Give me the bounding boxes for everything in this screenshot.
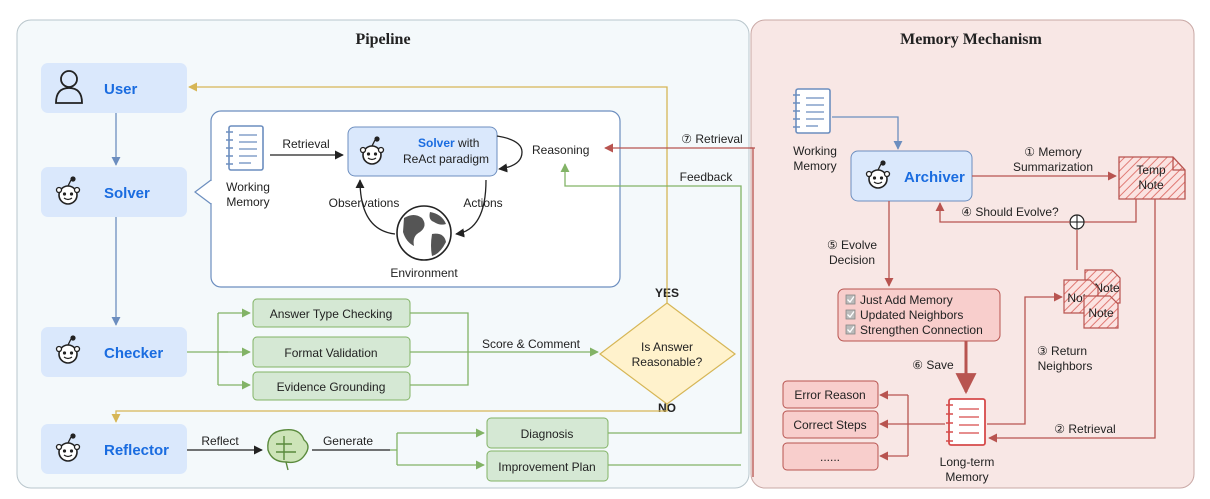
temp-note-label-2: Note <box>1138 178 1164 192</box>
correct-steps-box <box>782 410 879 439</box>
return-neighbors-label-2: Neighbors <box>1038 359 1093 373</box>
working-memory-icon <box>225 125 264 171</box>
option-strengthen-connection: Strengthen Connection <box>860 323 983 337</box>
option-checkbox-1 <box>845 294 856 305</box>
reflect-label: Reflect <box>201 434 239 448</box>
user-box: User <box>41 63 187 113</box>
improvement-plan-label: Improvement Plan <box>498 460 595 474</box>
long-term-memory-icon <box>946 398 986 446</box>
option-updated-neighbors: Updated Neighbors <box>860 308 963 322</box>
option-checkbox-2 <box>845 309 856 320</box>
user-icon <box>55 70 83 104</box>
working-memory-label-1: Working <box>226 180 270 194</box>
summarization-label-1: ① Memory <box>1024 145 1081 159</box>
reflector-box: Reflector <box>41 424 187 474</box>
memory-working-icon <box>792 88 831 134</box>
memory-title: Memory Mechanism <box>900 31 1042 48</box>
should-evolve-label: ④ Should Evolve? <box>961 205 1059 219</box>
score-comment-label: Score & Comment <box>482 337 581 351</box>
observations-label: Observations <box>329 196 400 210</box>
diagnosis-label: Diagnosis <box>521 427 574 441</box>
memory-working-label-2: Memory <box>793 159 836 173</box>
correct-steps-label: Correct Steps <box>793 418 866 432</box>
long-term-memory-label-2: Memory <box>945 470 988 484</box>
summarization-label-2: Summarization <box>1013 160 1093 174</box>
checker-label: Checker <box>104 345 163 362</box>
checker-box: Checker <box>41 327 187 377</box>
generate-label: Generate <box>323 434 373 448</box>
feedback-label: Feedback <box>680 170 734 184</box>
neighbor-notes-icon: Note Note Note <box>1063 269 1121 329</box>
reasoning-label: Reasoning <box>532 143 589 157</box>
answer-type-checking-label: Answer Type Checking <box>270 307 393 321</box>
save-label: ⑥ Save <box>912 358 954 372</box>
format-validation-label: Format Validation <box>284 346 377 360</box>
decision-label-1: Is Answer <box>641 340 693 354</box>
globe-icon <box>396 205 452 261</box>
working-memory-label-2: Memory <box>226 195 269 209</box>
memory-working-label-1: Working <box>793 144 837 158</box>
evolve-decision-label-2: Decision <box>829 253 875 267</box>
solver-react-box <box>347 126 498 177</box>
archiver-label: Archiver <box>904 169 965 186</box>
memory-panel <box>750 19 1195 489</box>
retrieval-label: Retrieval <box>282 137 329 151</box>
evolve-decision-label-1: ⑤ Evolve <box>827 238 877 252</box>
improvement-plan-box <box>486 450 609 482</box>
brain-icon <box>267 429 309 471</box>
evolve-options-box <box>837 288 1001 342</box>
ellipsis-box <box>782 442 879 471</box>
pipeline-title: Pipeline <box>355 31 410 48</box>
return-neighbors-label-1: ③ Return <box>1037 344 1087 358</box>
decision-label-2: Reasonable? <box>632 355 703 369</box>
option-just-add-memory: Just Add Memory <box>860 293 953 307</box>
user-label: User <box>104 81 138 98</box>
react-title: Solver with <box>418 136 479 150</box>
evidence-grounding-box <box>252 371 411 401</box>
environment-label: Environment <box>390 266 458 280</box>
evidence-grounding-label: Evidence Grounding <box>277 380 386 394</box>
ellipsis-label: ...... <box>820 450 840 464</box>
note-label-1: Note <box>1094 281 1120 295</box>
temp-note-icon: Temp Note <box>1118 156 1186 200</box>
note-label-3: Note <box>1088 306 1114 320</box>
option-checkbox-3 <box>845 324 856 335</box>
retrieval-7-label: ⑦ Retrieval <box>681 132 742 146</box>
long-term-memory-label-1: Long-term <box>940 455 995 469</box>
solver-box: Solver <box>41 167 187 217</box>
retrieval-2-label: ② Retrieval <box>1054 422 1115 436</box>
react-label: ReAct paradigm <box>403 152 489 166</box>
solver-label: Solver <box>104 185 150 202</box>
temp-note-label-1: Temp <box>1136 163 1166 177</box>
actions-label: Actions <box>463 196 502 210</box>
error-reason-box <box>782 380 879 409</box>
error-reason-label: Error Reason <box>794 388 865 402</box>
reflector-label: Reflector <box>104 442 169 459</box>
